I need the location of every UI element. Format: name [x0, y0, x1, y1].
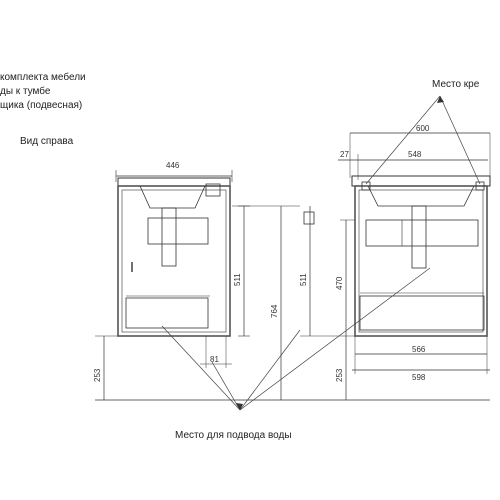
dim-floor-height-right: 253	[335, 368, 344, 382]
dim-side-width: 446	[166, 161, 180, 170]
note-line-3: щика (подвесная)	[0, 100, 83, 111]
leader-lines	[161, 95, 481, 411]
dim-total-height: 764	[270, 304, 279, 318]
dim-edge-offset: 27	[340, 150, 349, 159]
view-label: Вид справа	[20, 136, 74, 147]
front-view	[300, 132, 491, 401]
dim-side-offset: 81	[210, 355, 219, 364]
dim-front-inner-height: 470	[335, 276, 344, 290]
mount-label: Место кре	[432, 79, 480, 90]
dim-inner-top-width: 548	[408, 150, 422, 159]
side-view	[95, 170, 300, 401]
water-supply-label: Место для подвода воды	[175, 430, 292, 441]
dim-side-body-height: 511	[233, 273, 242, 286]
dim-inner-bottom-width: 566	[412, 345, 426, 354]
dim-bottom-width: 598	[412, 373, 426, 382]
dim-floor-height-left: 253	[93, 368, 102, 382]
note-line-2: ды к тумбе	[0, 86, 51, 97]
dim-front-body-height: 511	[299, 273, 308, 286]
leader-arrows	[236, 96, 444, 410]
dim-top-width: 600	[416, 124, 430, 133]
note-line-1: комплекта мебели	[0, 72, 86, 83]
